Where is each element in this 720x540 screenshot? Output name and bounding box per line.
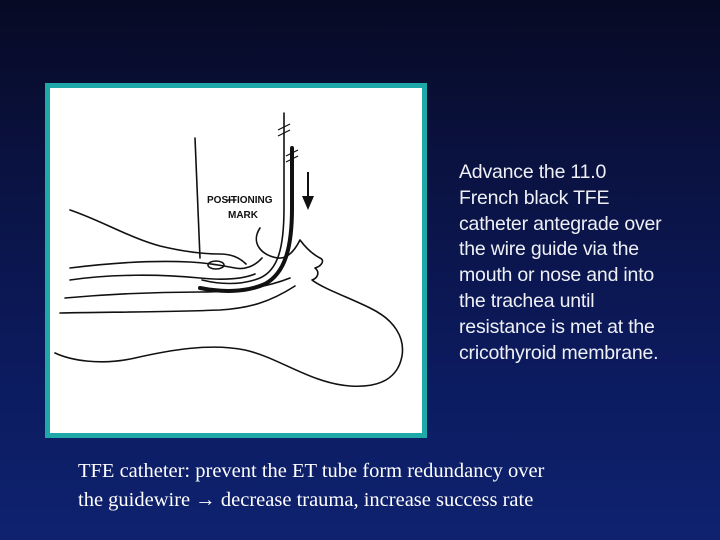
caption-line-2: the guidewire → decrease trauma, increas… xyxy=(78,486,698,515)
black-catheter xyxy=(198,146,294,293)
side-line: the wire guide via the xyxy=(459,238,639,261)
side-line: resistance is met at the xyxy=(459,315,655,338)
side-line: catheter antegrade over xyxy=(459,212,662,235)
caption-text-guidewire: the guidewire xyxy=(78,489,191,511)
label-mark: MARK xyxy=(228,210,259,221)
nasal-line xyxy=(69,209,247,265)
pharynx-line xyxy=(69,273,256,281)
airway-diagram: POSITIONING MARK xyxy=(54,112,404,388)
caption-line-1: TFE catheter: prevent the ET tube form r… xyxy=(78,460,545,482)
et-tube xyxy=(201,112,285,285)
label-positioning: POSITIONING xyxy=(207,195,273,206)
break-marks xyxy=(277,123,299,163)
right-arrow-icon: → xyxy=(195,489,216,511)
slide-caption: TFE catheter: prevent the ET tube form r… xyxy=(78,457,698,515)
diagram-frame: POSITIONING MARK xyxy=(45,83,427,438)
side-description: Advance the 11.0 French black TFE cathet… xyxy=(459,160,709,366)
side-line: the trachea until xyxy=(459,289,595,312)
side-line: French black TFE xyxy=(459,186,610,209)
head-outline xyxy=(54,227,404,388)
side-line: mouth or nose and into xyxy=(459,264,655,287)
positioning-mark xyxy=(207,260,225,270)
side-line: cricothyroid membrane. xyxy=(459,341,659,364)
advance-arrow xyxy=(302,172,314,210)
caption-text-benefit: decrease trauma, increase success rate xyxy=(220,489,534,511)
oral-curve xyxy=(69,257,263,270)
wire-guide xyxy=(194,137,201,259)
trachea-line-2 xyxy=(59,285,296,314)
side-line: Advance the 11.0 xyxy=(459,161,607,183)
